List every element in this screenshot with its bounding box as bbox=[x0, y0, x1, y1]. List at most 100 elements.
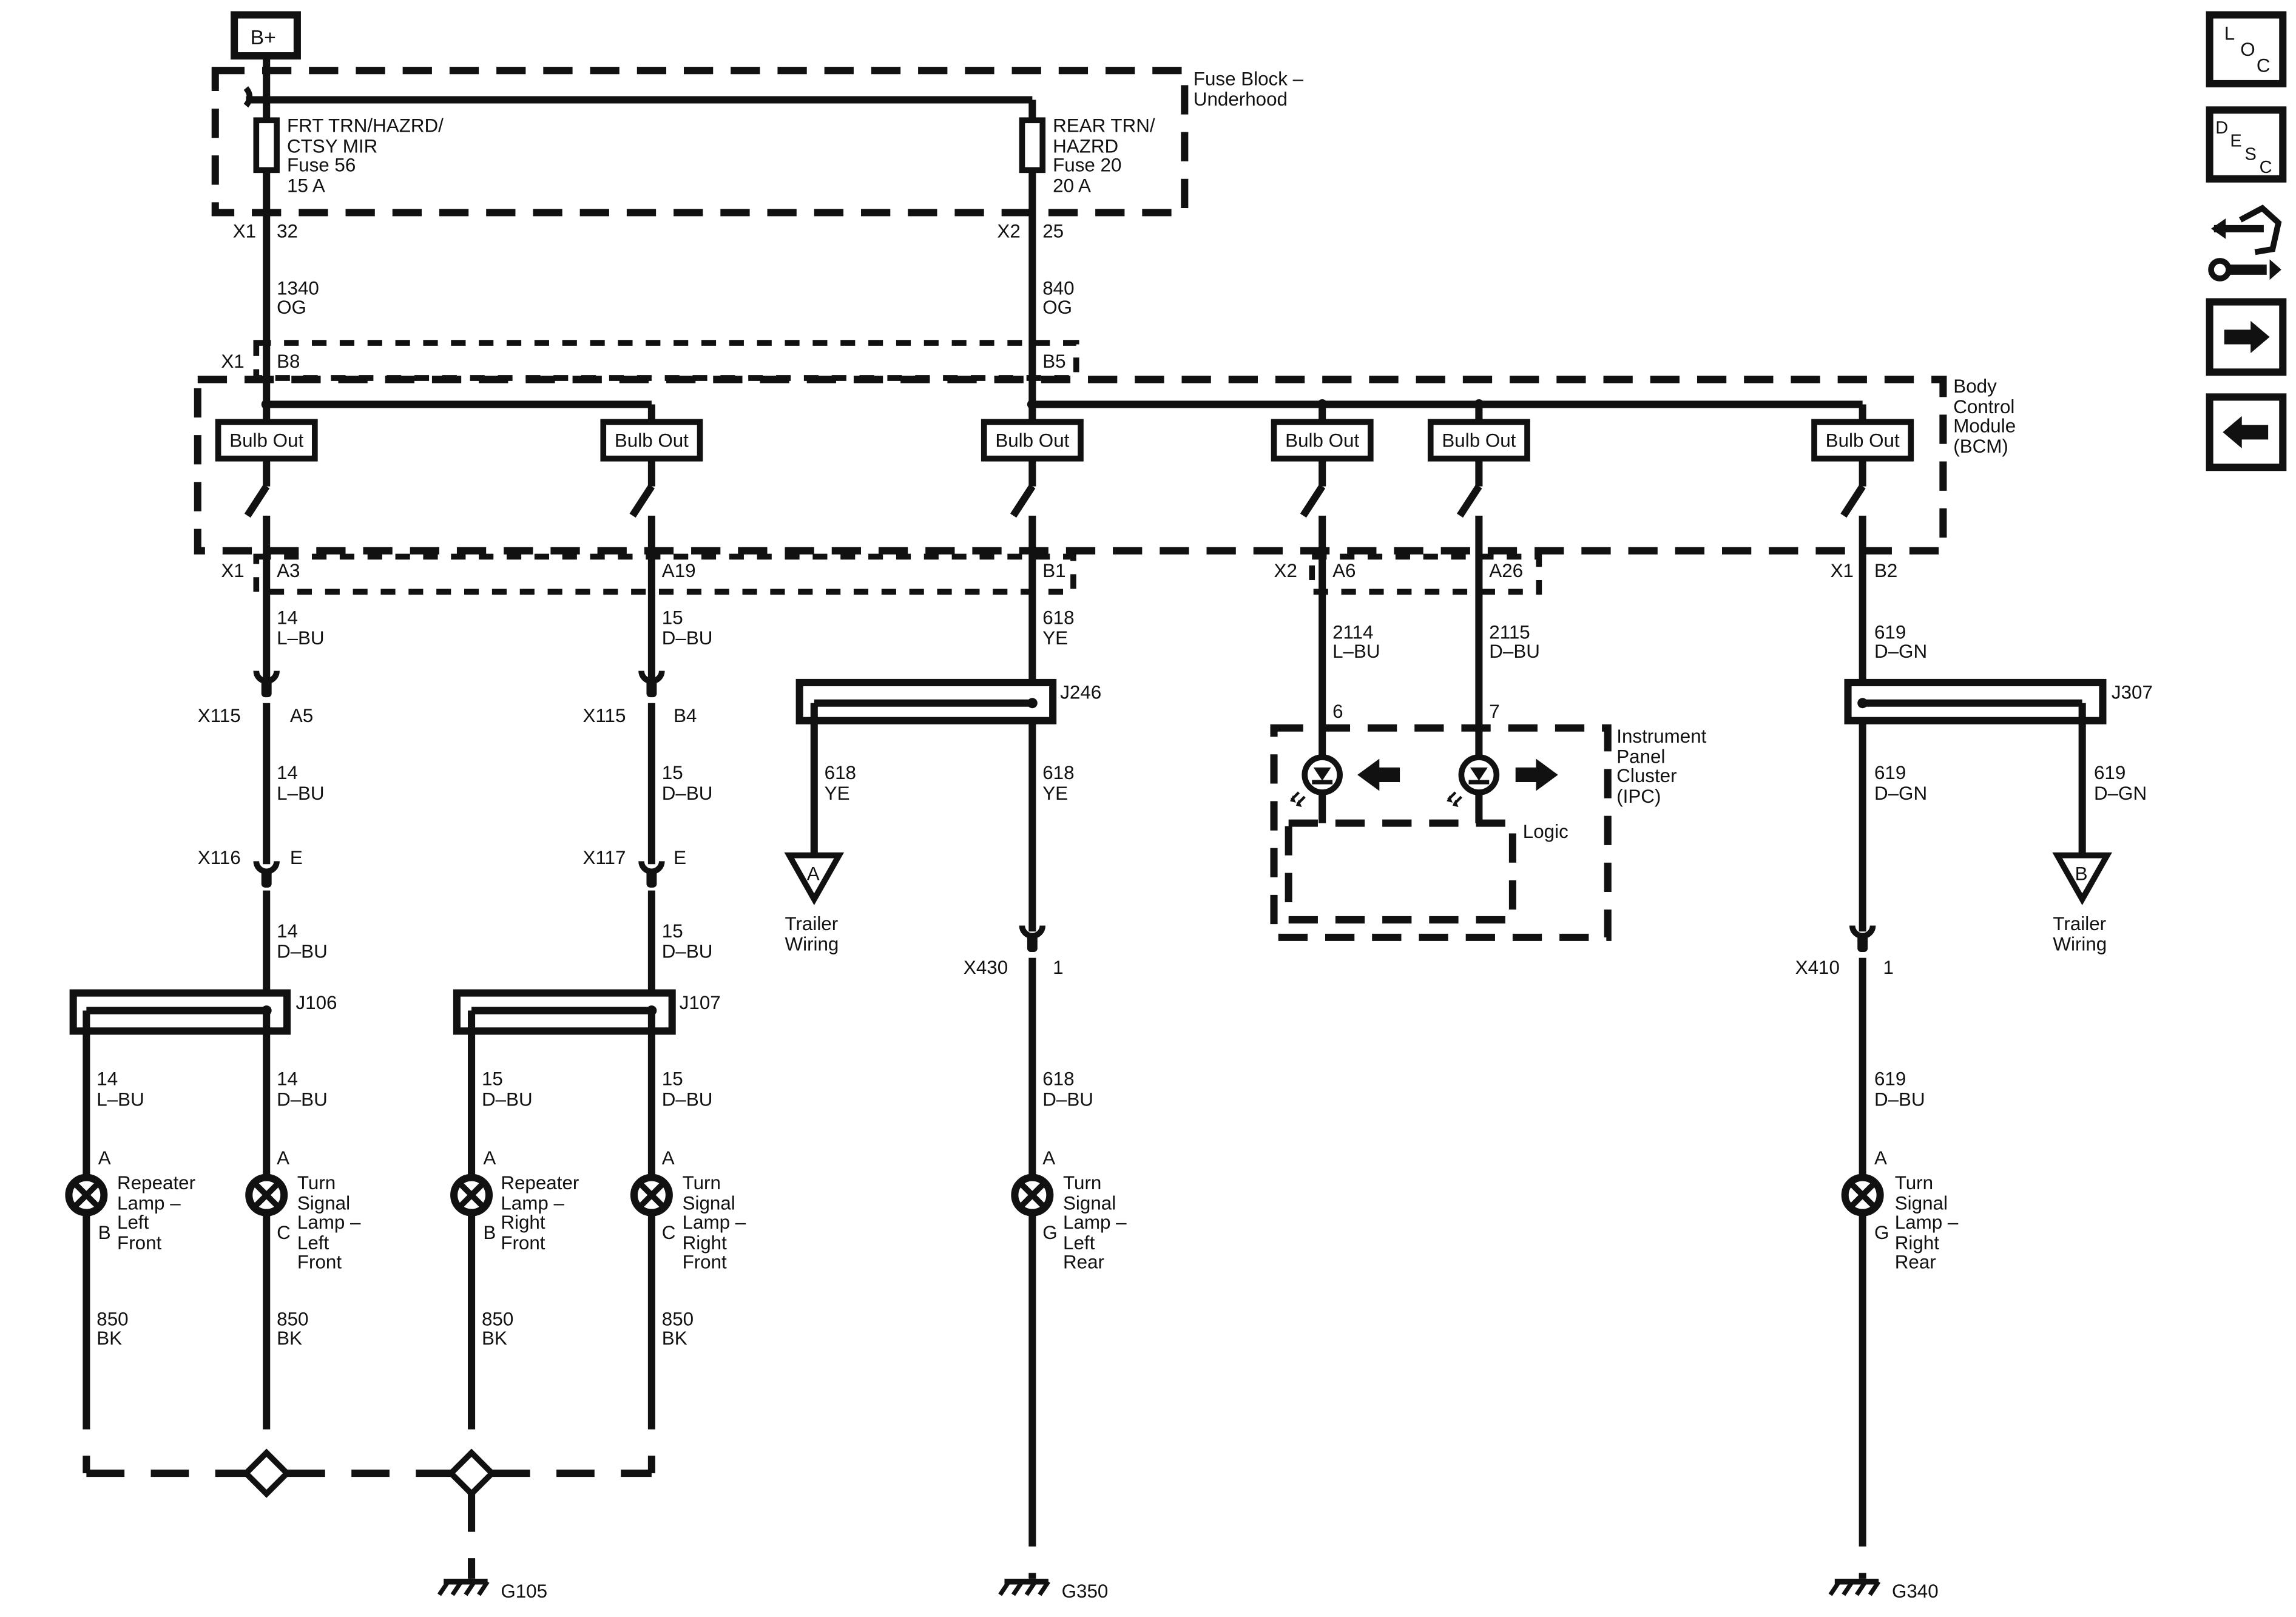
pin-1-x410: 1 bbox=[1883, 957, 1893, 978]
pin-b8: B8 bbox=[277, 351, 300, 372]
svg-text:Right: Right bbox=[683, 1232, 727, 1254]
svg-text:O: O bbox=[2240, 39, 2255, 60]
loc-button[interactable]: L O C bbox=[2206, 11, 2287, 87]
bulb-out-label-a26: Bulb Out bbox=[1442, 430, 1516, 451]
trailer-a-label-2: Wiring bbox=[785, 934, 839, 955]
ipc-outline bbox=[1270, 724, 1612, 941]
ground-g105-label: G105 bbox=[501, 1581, 547, 1602]
svg-text:Signal: Signal bbox=[1063, 1193, 1116, 1214]
next-page-button[interactable] bbox=[2206, 298, 2287, 376]
switch-a19 bbox=[629, 484, 655, 518]
svg-text:Right: Right bbox=[501, 1212, 545, 1233]
label-repeater-right-front: Repeater Lamp – Right Front bbox=[501, 1172, 579, 1254]
fuse-56-label: FRT TRN/HAZRD/ CTSY MIR Fuse 56 15 A bbox=[287, 115, 444, 197]
ground-g350-icon bbox=[1000, 1582, 1048, 1595]
svg-text:15 A: 15 A bbox=[287, 175, 325, 197]
svg-text:Turn: Turn bbox=[683, 1172, 721, 1193]
wire-14-c: 14 bbox=[277, 920, 298, 942]
conn-label-x2-a6: X2 bbox=[1274, 560, 1297, 581]
wire-619-a: 619 bbox=[1874, 622, 1906, 643]
bcm-outline bbox=[194, 376, 1947, 555]
svg-text:Lamp –: Lamp – bbox=[683, 1212, 746, 1233]
svg-text:Signal: Signal bbox=[297, 1193, 350, 1214]
svg-text:Turn: Turn bbox=[1895, 1172, 1933, 1193]
connector-tool-icon[interactable] bbox=[2208, 204, 2282, 282]
prev-page-button[interactable] bbox=[2206, 393, 2287, 471]
svg-text:Instrument: Instrument bbox=[1616, 726, 1706, 747]
turn-signal-lamp-left-rear bbox=[1015, 1178, 1050, 1213]
ground-g350-label: G350 bbox=[1062, 1581, 1109, 1602]
wire-619-d-color: D–BU bbox=[1874, 1089, 1925, 1110]
svg-text:Cluster: Cluster bbox=[1616, 765, 1676, 786]
svg-text:CTSY MIR: CTSY MIR bbox=[287, 135, 377, 157]
wire-15-d-color: D–BU bbox=[482, 1089, 533, 1110]
pin-b2: B2 bbox=[1874, 560, 1897, 581]
conn-label-x116: X116 bbox=[198, 847, 241, 868]
svg-text:Signal: Signal bbox=[1895, 1193, 1948, 1214]
pin-b5: B5 bbox=[1042, 351, 1065, 372]
bulb-out-label-a3: Bulb Out bbox=[229, 430, 303, 451]
battery-label: B+ bbox=[251, 26, 276, 49]
svg-text:E: E bbox=[2230, 132, 2241, 151]
label-turn-right-rear: Turn Signal Lamp – Right Rear bbox=[1895, 1172, 1959, 1272]
svg-text:Left: Left bbox=[117, 1212, 149, 1233]
pin-6: 6 bbox=[1332, 701, 1343, 722]
fuse-block-label-2: Underhood bbox=[1194, 89, 1288, 110]
svg-text:Rear: Rear bbox=[1063, 1251, 1104, 1272]
svg-text:Front: Front bbox=[117, 1232, 161, 1254]
arrow-left-icon bbox=[2223, 416, 2269, 448]
wire-14-e: 14 bbox=[277, 1068, 298, 1090]
svg-text:Panel: Panel bbox=[1616, 746, 1665, 768]
svg-text:C: C bbox=[2257, 55, 2271, 76]
pin-a-rlf: A bbox=[98, 1147, 111, 1169]
repeater-lamp-left-front bbox=[69, 1178, 104, 1213]
switch-b2 bbox=[1840, 484, 1866, 518]
wire-850-b-color: BK bbox=[277, 1328, 302, 1349]
wire-1340-color: OG bbox=[277, 297, 306, 318]
svg-text:S: S bbox=[2245, 144, 2257, 164]
wire-619-a-color: D–GN bbox=[1874, 641, 1927, 662]
fuse-56 bbox=[253, 117, 280, 174]
trailer-a-letter: A bbox=[807, 863, 820, 885]
wire-618-c: 618 bbox=[1042, 762, 1074, 783]
wire-15-e: 15 bbox=[662, 1068, 683, 1090]
svg-text:Front: Front bbox=[683, 1251, 727, 1272]
pin-1-x430: 1 bbox=[1053, 957, 1063, 978]
wire-15-b: 15 bbox=[662, 762, 683, 783]
svg-text:Fuse 56: Fuse 56 bbox=[287, 155, 356, 176]
svg-text:FRT TRN/HAZRD/: FRT TRN/HAZRD/ bbox=[287, 115, 444, 137]
svg-text:Left: Left bbox=[297, 1232, 329, 1254]
svg-text:HAZRD: HAZRD bbox=[1053, 135, 1118, 157]
pin-a6: A6 bbox=[1332, 560, 1356, 581]
wire-850-c-color: BK bbox=[482, 1328, 507, 1349]
conn-label-x1-top: X1 bbox=[233, 220, 256, 241]
pin-a3: A3 bbox=[277, 560, 300, 581]
wire-850-d-color: BK bbox=[662, 1328, 687, 1349]
conn-label-x2-top: X2 bbox=[997, 220, 1020, 241]
wire-850-c: 850 bbox=[482, 1308, 513, 1329]
wire-618-a: 618 bbox=[1042, 607, 1074, 628]
bulb-out-label-b1: Bulb Out bbox=[995, 430, 1069, 451]
conn-label-x117: X117 bbox=[582, 847, 626, 868]
pin-e-x117: E bbox=[674, 847, 686, 868]
front-ground-network bbox=[83, 1391, 655, 1579]
wire-14-e-color: D–BU bbox=[277, 1089, 328, 1110]
wire-15-e-color: D–BU bbox=[662, 1089, 713, 1110]
wire-15-d: 15 bbox=[482, 1068, 503, 1090]
svg-text:L: L bbox=[2224, 23, 2235, 44]
switch-a26 bbox=[1456, 484, 1482, 518]
svg-text:Turn: Turn bbox=[1063, 1172, 1101, 1193]
arrow-right-icon bbox=[2224, 320, 2270, 353]
desc-button[interactable]: D E S C bbox=[2206, 106, 2287, 183]
ipc-logic-label: Logic bbox=[1523, 821, 1568, 842]
pin-a-trr: A bbox=[1874, 1147, 1887, 1169]
wire-619-b-color: D–GN bbox=[1874, 783, 1927, 804]
splice-j107-label: J107 bbox=[680, 992, 721, 1013]
wire-15-c: 15 bbox=[662, 920, 683, 942]
wire-850-d: 850 bbox=[662, 1308, 694, 1329]
wire-618-a-color: YE bbox=[1042, 627, 1068, 649]
splice-j246-label: J246 bbox=[1060, 682, 1101, 703]
svg-text:Fuse 20: Fuse 20 bbox=[1053, 155, 1121, 176]
fuse-block-outline bbox=[211, 67, 1189, 217]
conn-label-x1-a3: X1 bbox=[221, 560, 244, 581]
